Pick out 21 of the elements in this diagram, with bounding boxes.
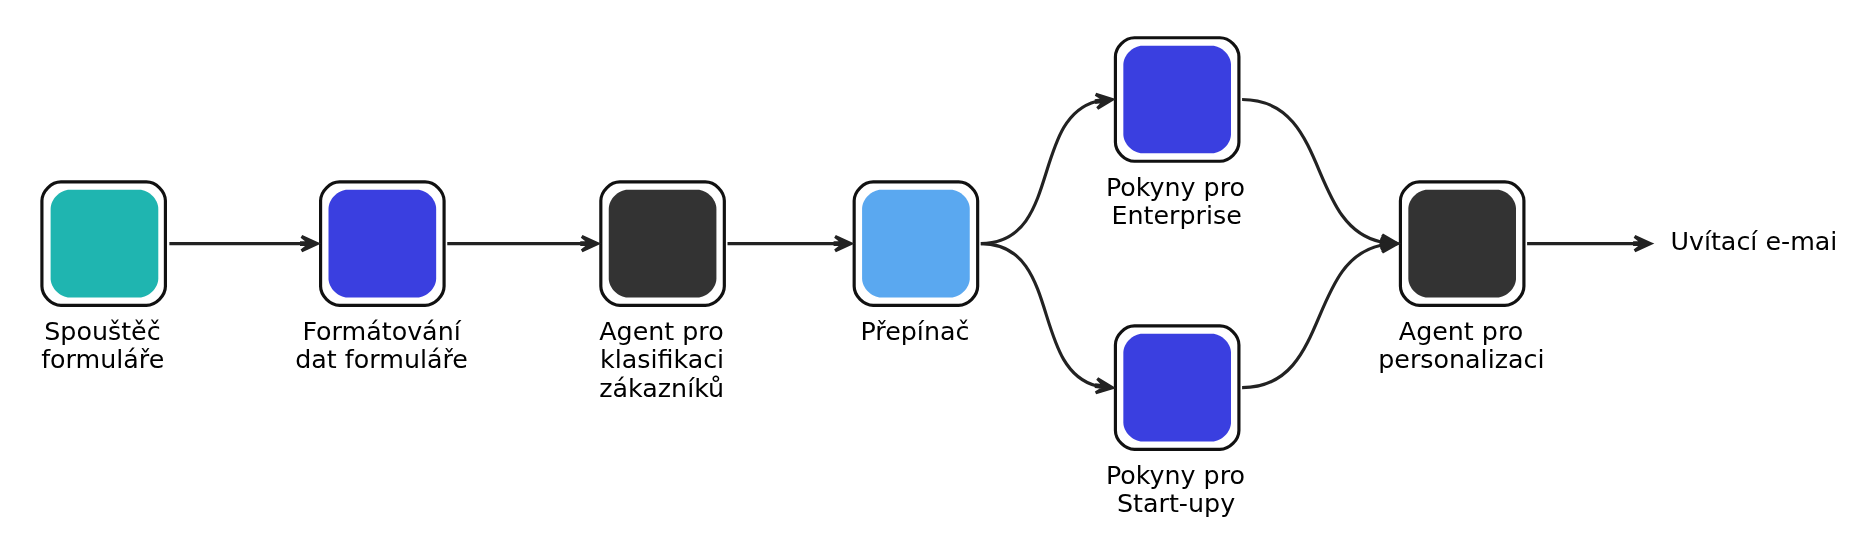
arrow	[447, 234, 600, 253]
node-label: Spouštěč formuláře	[41, 315, 165, 375]
node-box	[40, 180, 167, 307]
node-label: Agent pro klasifikaci zákazníků	[599, 315, 725, 403]
node-label: Přepínač	[860, 315, 970, 346]
node-text: Uvítací e-mai	[1670, 225, 1838, 256]
node-label: Formátování dat formuláře	[295, 315, 468, 375]
node-box	[319, 180, 446, 307]
arrow	[1241, 236, 1399, 390]
arrow	[727, 234, 853, 253]
node-label: Agent pro personalizaci	[1378, 315, 1545, 375]
node-box	[1113, 36, 1241, 163]
arrow	[1527, 234, 1653, 253]
node-box	[852, 180, 980, 307]
node-box	[1398, 180, 1526, 307]
arrow	[169, 234, 319, 253]
node-label: Pokyny pro Start-upy	[1105, 459, 1246, 519]
node-label: Pokyny pro Enterprise	[1105, 171, 1246, 231]
arrow	[980, 242, 1114, 395]
node-box	[1113, 324, 1241, 451]
node-box	[599, 180, 726, 307]
